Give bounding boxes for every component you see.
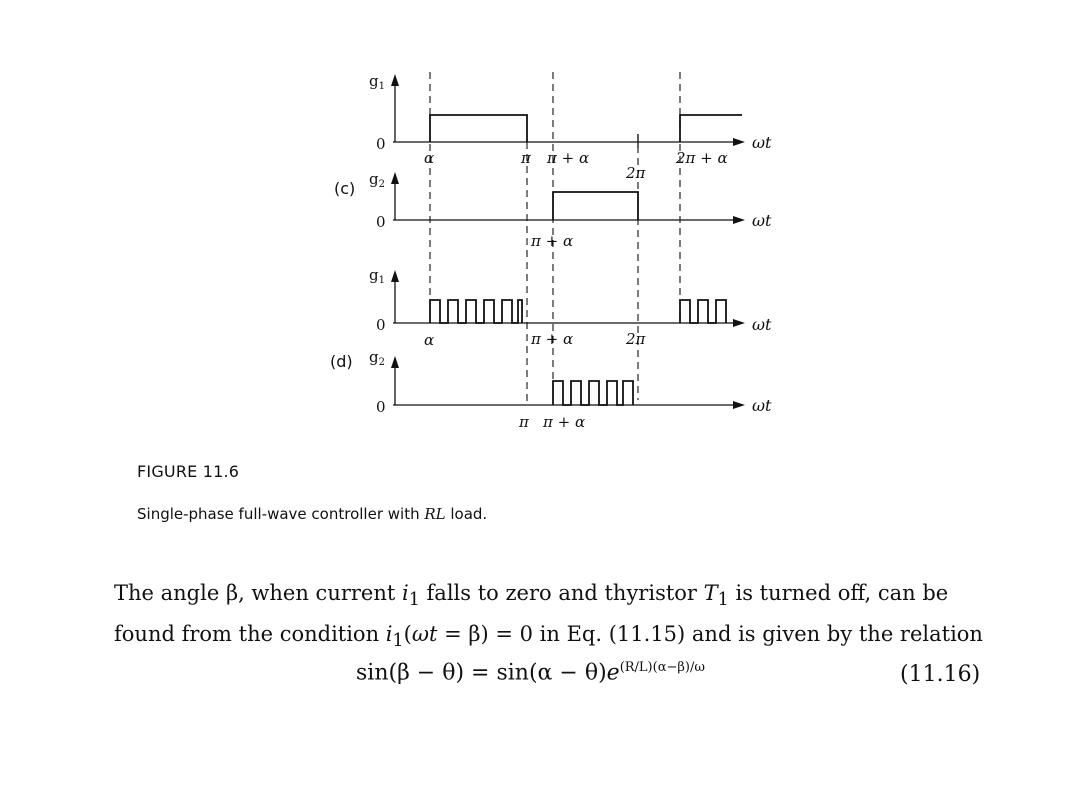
panel-label-d: (d) [330, 352, 353, 371]
axis-d-g1 [391, 270, 745, 327]
label-d-g1: g1 [369, 266, 385, 286]
pulse-c-g1-second [679, 114, 742, 142]
zero-d-g2: 0 [376, 398, 386, 416]
tick-label-2pi-plus-alpha-c: 2π + α [675, 149, 728, 167]
pulse-train-d-g1-first [429, 299, 523, 324]
label-c-g1: g1 [369, 72, 385, 92]
tick-label-pi-c: π [520, 149, 532, 167]
figure-caption-title: FIGURE 11.6 [137, 462, 240, 481]
equation-number: (11.16) [900, 662, 981, 687]
tick-label-pi-plus-alpha-c: π + α [546, 149, 589, 167]
tick-label-pi-plus-alpha-d2: π + α [542, 413, 585, 431]
tick-label-pi-d2: π [518, 413, 530, 431]
panel-label-c: (c) [334, 179, 355, 198]
body-paragraph: The angle β, when current i1 falls to ze… [114, 581, 983, 652]
zero-c-g2: 0 [376, 213, 386, 231]
axis-label-d-g2: ωt [752, 396, 772, 415]
label-c-g2: g2 [369, 170, 385, 190]
tick-label-2pi-d: 2π [625, 330, 647, 348]
pulse-train-d-g2 [552, 380, 634, 406]
tick-label-alpha-d: α [424, 331, 434, 349]
figure-caption-text: Single-phase full-wave controller with R… [137, 505, 488, 523]
axis-c-g2 [391, 172, 745, 224]
zero-d-g1: 0 [376, 316, 386, 334]
figure-11-6-waveforms: g1 g2 g1 g2 0 0 0 0 (c) (d) ωt ωt ωt ωt … [330, 72, 772, 431]
axis-label-d-g1: ωt [752, 315, 772, 334]
label-d-g2: g2 [369, 348, 385, 368]
tick-label-pi-plus-alpha-c2: π + α [530, 232, 573, 250]
axis-label-c-g2: ωt [752, 211, 772, 230]
axis-c-g1 [391, 74, 745, 146]
axis-label-c-g1: ωt [752, 133, 772, 152]
tick-label-alpha-c: α [424, 149, 434, 167]
axis-d-g2 [391, 356, 745, 409]
equation-11-16: sin(β − θ) = sin(α − θ)e(R/L)(α−β)/ω [356, 660, 705, 686]
tick-label-pi-plus-alpha-d: π + α [530, 330, 573, 348]
tick-label-2pi-c: 2π [625, 164, 647, 182]
zero-c-g1: 0 [376, 135, 386, 153]
pulse-c-g1-first [429, 114, 528, 142]
pulse-train-d-g1-second [679, 299, 727, 324]
pulse-c-g2 [552, 191, 639, 220]
